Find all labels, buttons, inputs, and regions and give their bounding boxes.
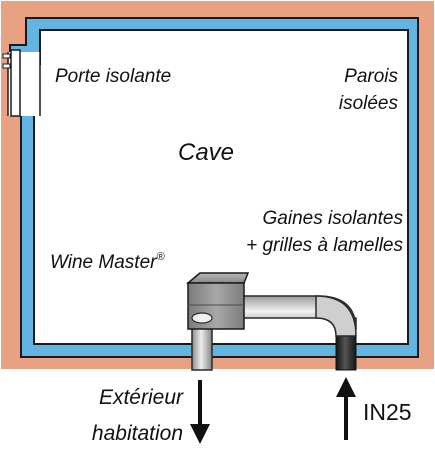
exhaust-arrow <box>190 380 210 444</box>
intake-label: IN25 <box>363 399 412 425</box>
unit-outlet <box>191 312 213 324</box>
door-frame <box>7 52 41 116</box>
door-leaf <box>10 49 21 117</box>
ducts-label-line1: Gaines isolantes <box>263 208 404 229</box>
unit-name: Wine Master <box>50 252 157 273</box>
door-label: Porte isolante <box>55 66 171 87</box>
cellar-label: Cave <box>178 139 234 166</box>
door-hinge-top <box>2 53 11 59</box>
ducts-label-line2: + grilles à lamelles <box>246 235 403 256</box>
walls-label-line2: isolées <box>339 93 399 114</box>
unit-label: Wine Master® <box>50 251 165 273</box>
wine-master-unit <box>185 272 250 330</box>
intake-duct-elbow-bend <box>315 295 357 337</box>
door-hinge-bottom <box>2 63 11 69</box>
walls-label-line1: Parois <box>344 66 398 87</box>
exhaust-label-line1: Extérieur <box>99 386 184 409</box>
intake-arrow <box>336 377 356 440</box>
exhaust-label-line2: habitation <box>92 422 183 445</box>
unit-registered-mark: ® <box>156 251 165 263</box>
